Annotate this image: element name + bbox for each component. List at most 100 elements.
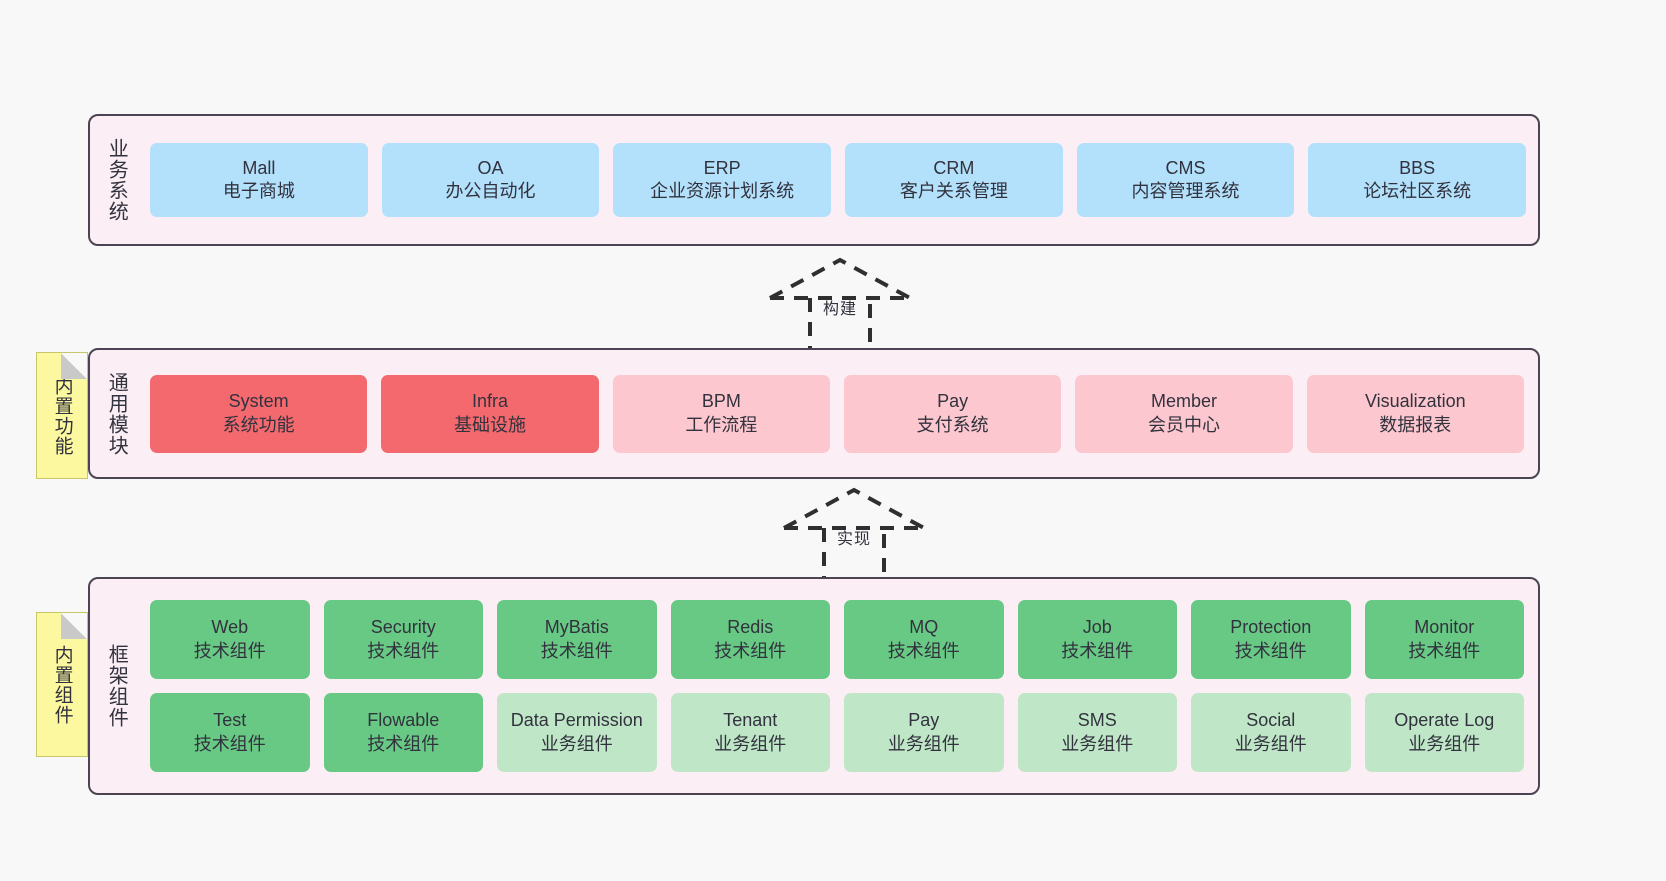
module-card-name: Web [211,617,249,638]
module-card-subtitle: 企业资源计划系统 [650,181,795,201]
module-card-name: Redis [727,617,774,638]
module-card-subtitle: 技术组件 [193,733,266,754]
module-card-subtitle: 业务组件 [887,733,960,754]
module-card-subtitle: 工作流程 [685,414,758,435]
module-card-name: BBS [1399,157,1436,178]
module-card-name: Operate Log [1394,710,1495,731]
module-card-name: SMS [1077,710,1117,731]
module-card-subtitle: 业务组件 [1234,733,1307,754]
connector-build: 构建 [760,256,920,352]
module-card-subtitle: 技术组件 [367,733,440,754]
connector-implement: 实现 [774,486,934,582]
module-card-name: Monitor [1414,617,1475,638]
module-card-name: Flowable [367,710,440,731]
module-card-crm[interactable]: CRM 客户关系管理 [845,143,1063,217]
module-card-subtitle: 会员中心 [1147,414,1220,435]
module-card-name: Infra [471,391,508,412]
module-card-subtitle: 业务组件 [1061,733,1134,754]
module-card-mall[interactable]: Mall 电子商城 [150,143,368,217]
module-card-bbs[interactable]: BBS 论坛社区系统 [1308,143,1527,217]
module-card-subtitle: 技术组件 [193,640,266,661]
module-card-subtitle: 办公自动化 [445,181,536,201]
module-card-subtitle: 支付系统 [916,414,989,435]
module-card-subtitle: 技术组件 [887,640,960,661]
note-builtin-component-label: 内置组件 [51,644,73,725]
module-card-name: Pay [937,391,969,412]
module-card-subtitle: 技术组件 [367,640,440,661]
connector-implement-label: 实现 [836,531,872,548]
layer-framework-component-label: 框架组件 [105,644,128,728]
module-card-subtitle: 内容管理系统 [1131,181,1240,201]
module-card-name: MyBatis [544,617,609,638]
module-card-name: Pay [908,710,940,731]
module-card-name: MQ [909,617,939,638]
module-card-subtitle: 电子商城 [222,181,295,201]
module-card-name: OA [477,157,504,178]
module-card-name: CRM [933,157,975,178]
module-card-subtitle: 业务组件 [714,733,787,754]
module-card-subtitle: 系统功能 [222,414,295,435]
module-card-subtitle: 技术组件 [540,640,613,661]
note-builtin-function: 内置功能 [36,352,88,479]
module-card-name: Job [1082,617,1112,638]
module-card-name: Social [1246,710,1296,731]
module-card-subtitle: 基础设施 [453,414,526,435]
module-card-subtitle: 技术组件 [714,640,787,661]
module-card-erp[interactable]: ERP 企业资源计划系统 [613,143,832,217]
module-card-subtitle: 技术组件 [1061,640,1134,661]
connector-build-label: 构建 [822,301,858,318]
module-card-name: Tenant [723,710,778,731]
module-card-subtitle: 业务组件 [1408,733,1481,754]
layer-business-system-body: Mall 电子商城 OA 办公自动化 ERP 企业资源计划系统 CRM 客户关系管理 CMS 内容… [142,116,1538,244]
module-card-name: CMS [1165,157,1206,178]
module-card-cms[interactable]: CMS 内容管理系统 [1076,143,1295,217]
module-card-subtitle: 数据报表 [1379,414,1452,435]
module-card-subtitle: 技术组件 [1234,640,1307,661]
module-card-name: Protection [1230,617,1312,638]
note-builtin-component: 内置组件 [36,612,88,757]
module-card-subtitle: 技术组件 [1408,640,1481,661]
module-card-name: Member [1150,391,1217,412]
layer-business-system-row: Mall 电子商城 OA 办公自动化 ERP 企业资源计划系统 CRM 客户关系管理 CMS 内容… [150,143,1527,217]
note-builtin-function-label: 内置功能 [51,375,73,456]
module-card-subtitle: 客户关系管理 [899,181,1008,201]
module-card-oa[interactable]: OA 办公自动化 [381,143,600,217]
module-card-subtitle: 业务组件 [540,733,613,754]
module-card-name: System [228,391,289,412]
module-card-name: Test [213,710,247,731]
module-card-name: ERP [703,157,741,178]
module-card-subtitle: 论坛社区系统 [1363,181,1472,201]
module-card-name: Mall [242,157,276,178]
